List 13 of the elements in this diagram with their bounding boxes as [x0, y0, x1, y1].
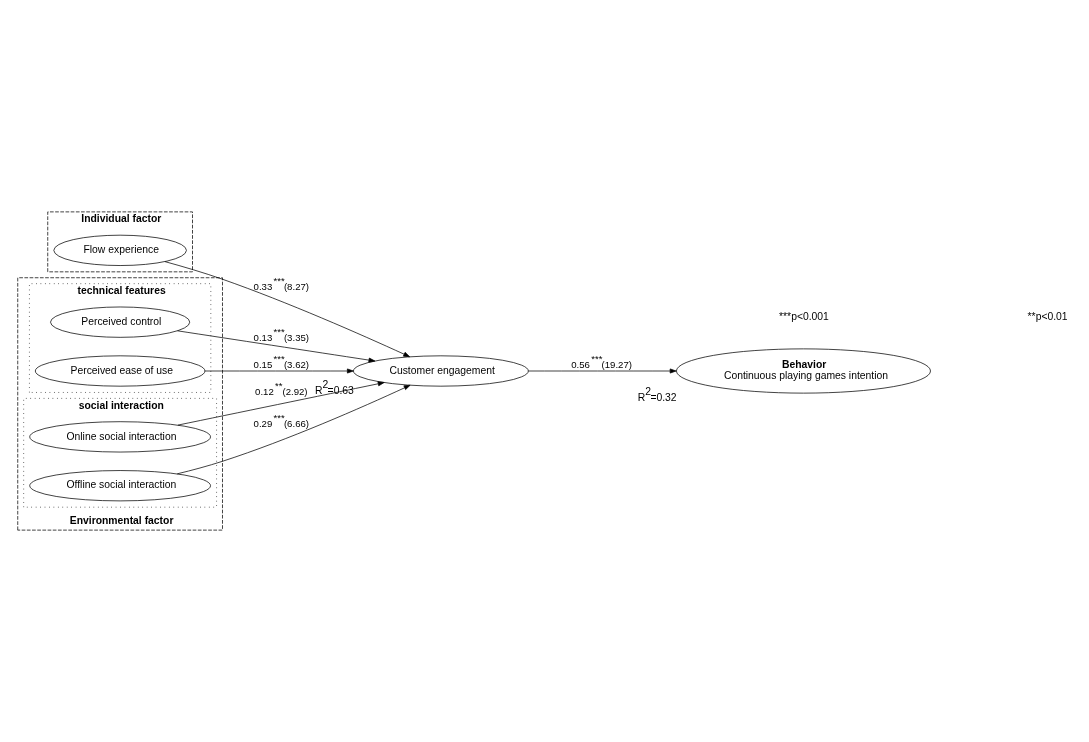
- node-ellipse: Behavior Continuous playing games intention: [676, 348, 931, 394]
- arrow: [177, 330, 376, 363]
- node-ellipse: Online social interaction: [29, 421, 211, 453]
- label: ***p<0.001: [779, 310, 829, 322]
- node-ellipse: Offline social interaction: [29, 470, 211, 502]
- node-ellipse: Flow experience: [53, 234, 187, 266]
- label: **p<0.01: [1027, 310, 1068, 322]
- arrow: [176, 384, 411, 475]
- node-ellipse: Perceived control: [50, 306, 191, 338]
- arrow: [528, 368, 677, 374]
- arrow: [177, 381, 385, 426]
- node-ellipse: Perceived ease of use: [34, 355, 206, 387]
- arrow: [204, 368, 354, 374]
